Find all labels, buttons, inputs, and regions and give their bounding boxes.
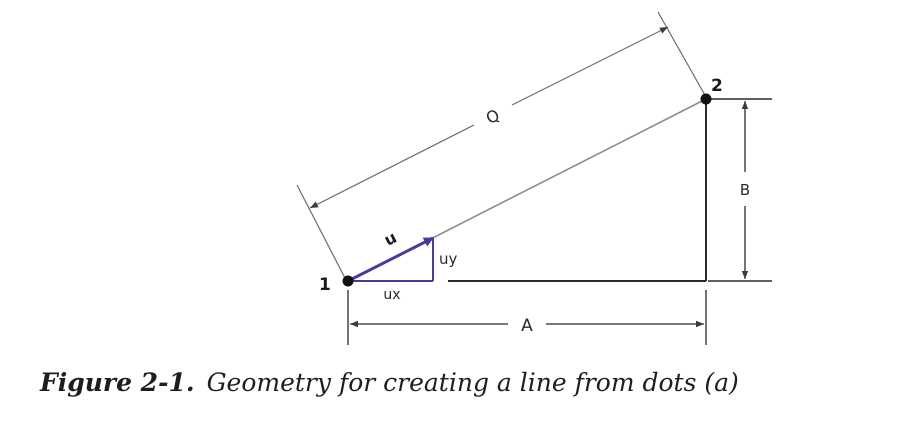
caption-label: Figure 2-1. [40,368,195,397]
q-extension-end [657,11,707,98]
unit-vector-label: u [381,228,400,250]
q-extension-start [296,184,347,281]
figure-caption: Figure 2-1. Geometry for creating a line … [40,368,739,397]
point-2-dot [700,93,712,105]
q-dimension-line-left [309,124,475,209]
unit-y-label: uy [439,250,458,268]
b-label: B [740,181,750,199]
point-1-dot [342,275,354,287]
a-label: A [521,316,533,336]
point-2-label: 2 [711,76,723,96]
caption-text: Geometry for creating a line from dots (… [206,368,739,397]
q-label: Q [483,105,503,128]
unit-vector-arrow [347,236,434,283]
q-dimension-line-right [511,26,669,106]
point-1-label: 1 [319,275,331,295]
unit-x-label: ux [383,287,400,303]
